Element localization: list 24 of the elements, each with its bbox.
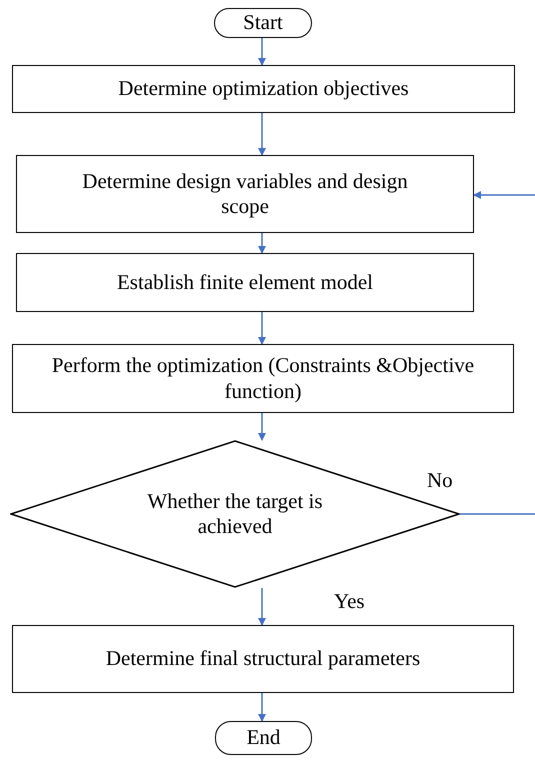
node-text: Establish finite element model xyxy=(116,270,374,296)
node-text: Determine optimization objectives xyxy=(118,76,409,102)
node-text: Determine final structural parameters xyxy=(106,646,420,672)
terminator-box xyxy=(214,8,312,38)
arrow xyxy=(258,38,266,66)
decision-diamond xyxy=(10,440,460,588)
terminator-box xyxy=(215,721,312,755)
process-box xyxy=(16,253,474,312)
arrow xyxy=(258,588,266,626)
process-box xyxy=(12,65,515,113)
arrow xyxy=(258,312,266,345)
node-text: Whether the target is achieved xyxy=(146,488,324,540)
arrow xyxy=(258,233,266,254)
process-box xyxy=(12,344,514,413)
node-text: Determine design variables and design scope xyxy=(81,168,409,220)
node-text: Start xyxy=(243,10,283,36)
arrow xyxy=(258,113,266,156)
arrow xyxy=(258,693,266,722)
process-box xyxy=(12,625,514,693)
arrow xyxy=(258,413,266,441)
arrow xyxy=(473,191,535,199)
process-box xyxy=(16,155,474,233)
node-text: End xyxy=(246,725,280,751)
node-text: Perform the optimization (Constraints &Objective function) xyxy=(50,353,476,404)
